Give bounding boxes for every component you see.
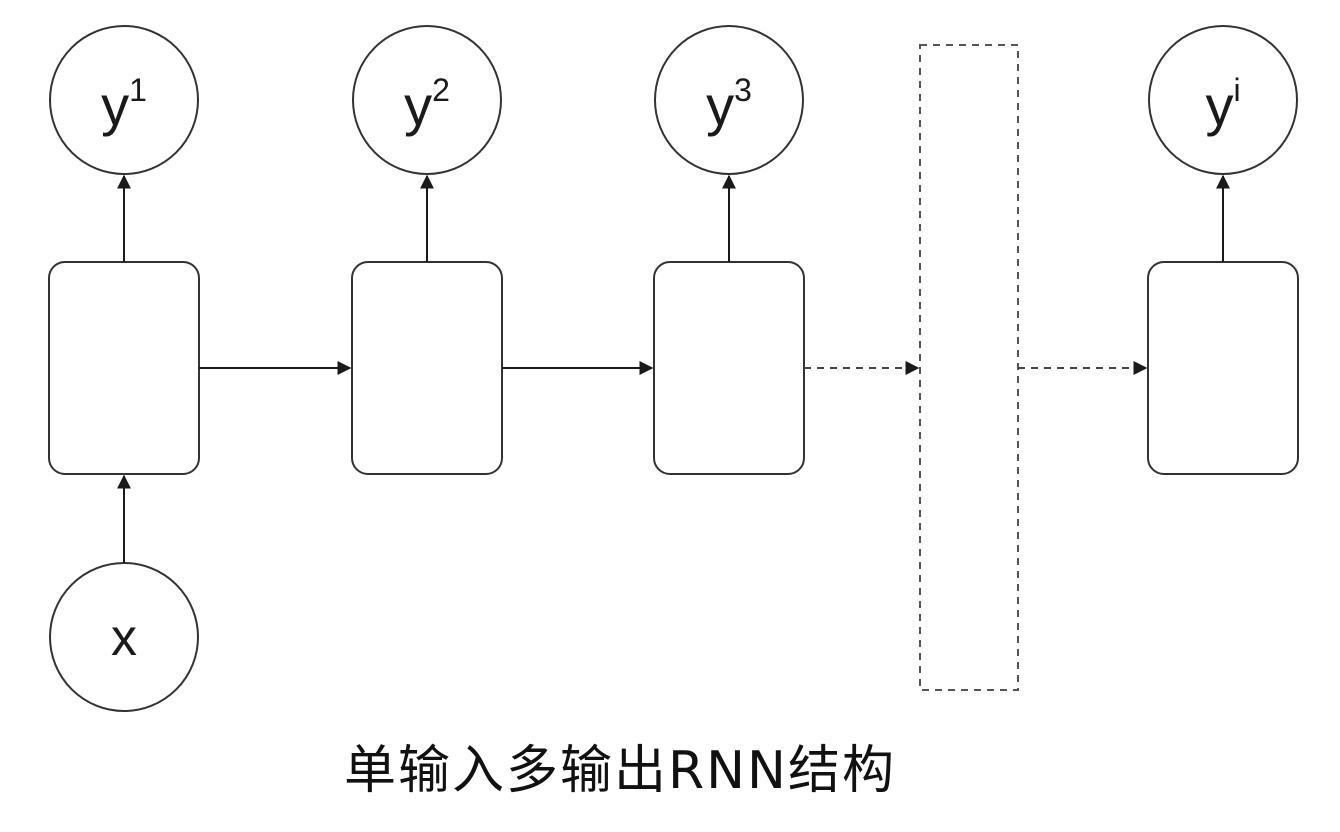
svg-text:y2: y2 [404,72,450,137]
output-sup-1: 1 [129,72,147,108]
output-sup-2: 2 [432,72,450,108]
output-node-1: y1 [49,25,199,175]
diagram-caption: 单输入多输出RNN结构 [344,741,896,801]
output-label-1: y [101,74,129,137]
rnn-cell-i [1147,261,1299,475]
rnn-cell-1 [48,261,200,475]
output-sup-i: i [1233,72,1240,108]
svg-text:y3: y3 [706,72,752,137]
output-label-2: y [404,74,432,137]
output-label-i: y [1205,74,1233,137]
output-label-3: y [706,74,734,137]
output-node-3: y3 [654,25,804,175]
output-node-2: y2 [352,25,502,175]
output-node-i: yi [1148,25,1298,175]
input-label: x [111,609,137,667]
input-node-x: x [49,562,199,712]
omitted-steps-box [919,44,1019,691]
rnn-cell-3 [653,261,805,475]
svg-text:y1: y1 [101,72,147,137]
rnn-cell-2 [351,261,503,475]
svg-text:yi: yi [1205,72,1240,137]
output-sup-3: 3 [734,72,752,108]
